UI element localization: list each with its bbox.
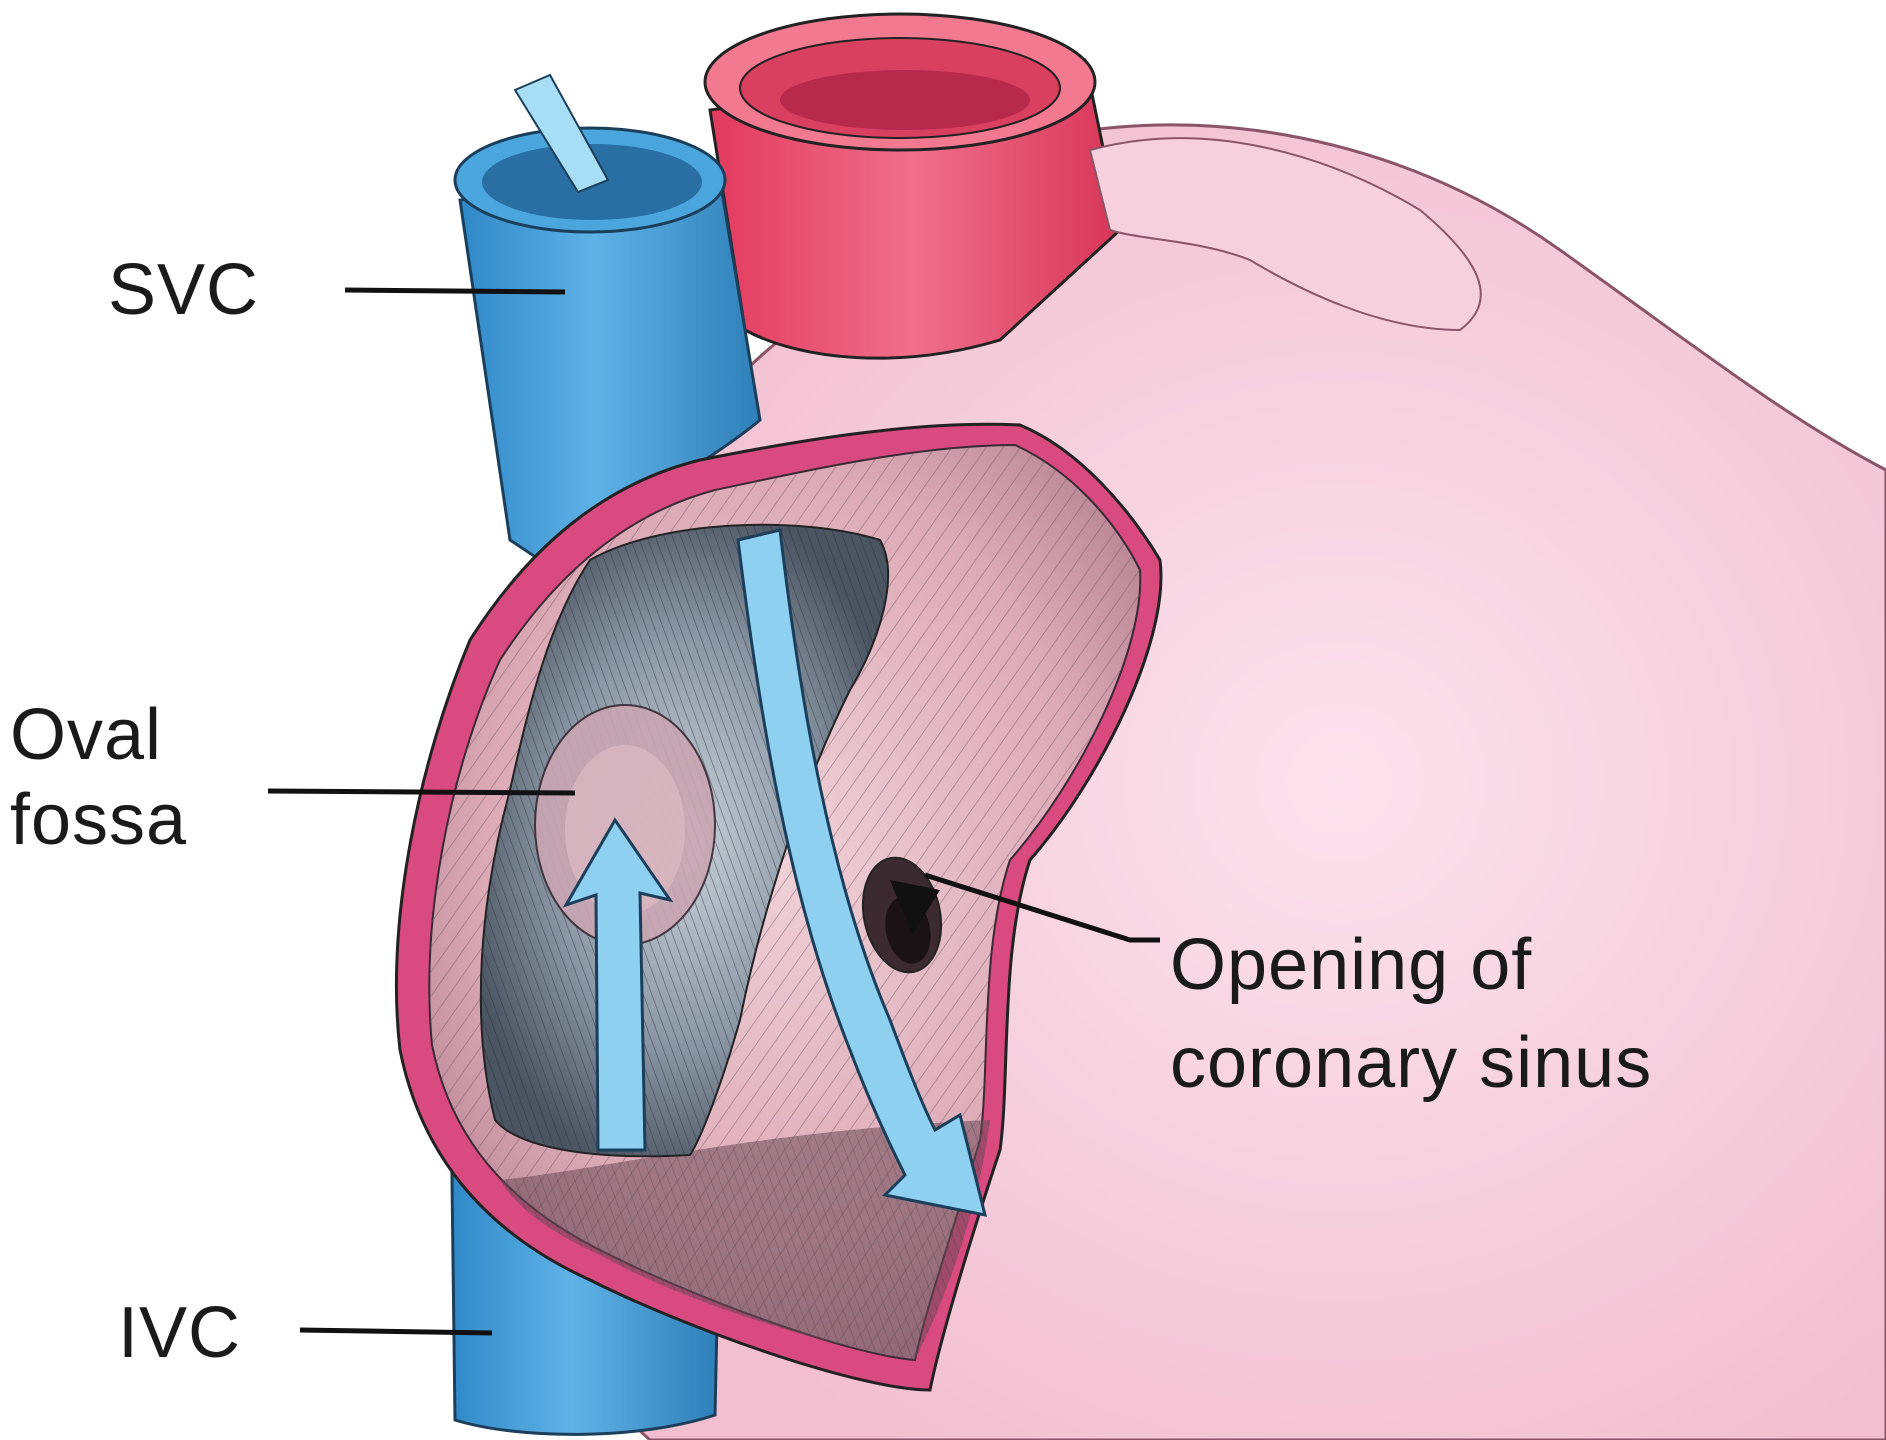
label-svc: SVC: [108, 250, 259, 330]
label-oval-fossa-line2: fossa: [10, 780, 187, 860]
ivc-leader-line: [300, 1330, 492, 1333]
label-coronary-sinus-line1: Opening of: [1170, 925, 1532, 1005]
label-oval-fossa-line1: Oval: [10, 695, 162, 775]
label-coronary-sinus-line2: coronary sinus: [1170, 1023, 1652, 1103]
svc-leader-line: [345, 290, 565, 292]
oval-fossa-leader-line: [268, 791, 575, 793]
label-ivc: IVC: [118, 1293, 241, 1373]
